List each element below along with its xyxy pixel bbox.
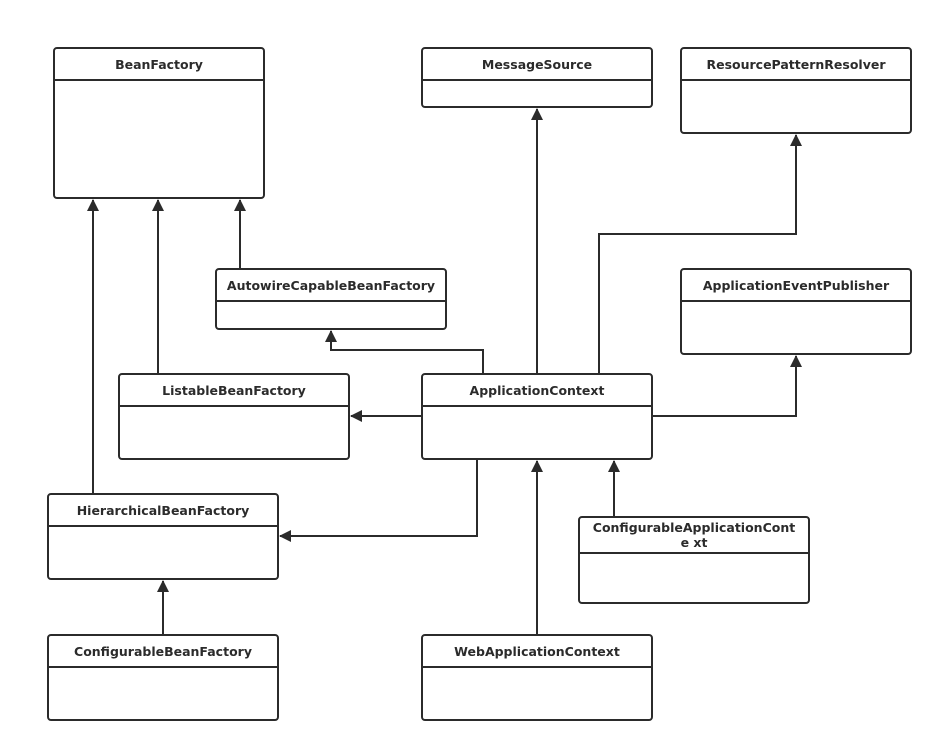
class-name-applicationcontext: ApplicationContext	[469, 382, 605, 398]
class-name-applicationeventpublisher: ApplicationEventPublisher	[702, 277, 890, 293]
class-box-messagesource: MessageSource	[421, 47, 653, 108]
class-name-listablebeanfactory: ListableBeanFactory	[162, 382, 306, 398]
relation-applicationcontext-to-hierarchicalbeanfactory	[279, 460, 478, 542]
class-box-resourcepatternresolver: ResourcePatternResolver	[680, 47, 912, 134]
class-name-messagesource: MessageSource	[481, 56, 593, 72]
relation-applicationcontext-to-applicationeventpublisher	[653, 355, 802, 417]
class-name-configurableapplicationcontext: ConfigurableApplicationConte xt	[592, 520, 796, 550]
class-box-configurableapplicationcontext: ConfigurableApplicationConte xt	[578, 516, 810, 604]
class-box-applicationcontext: ApplicationContext	[421, 373, 653, 460]
class-name-hierarchicalbeanfactory: HierarchicalBeanFactory	[76, 502, 250, 518]
class-box-hierarchicalbeanfactory: HierarchicalBeanFactory	[47, 493, 279, 580]
class-box-configurablebeanfactory: ConfigurableBeanFactory	[47, 634, 279, 721]
class-box-autowirecapablebeanfactory: AutowireCapableBeanFactory	[215, 268, 447, 330]
class-name-beanfactory: BeanFactory	[115, 56, 203, 72]
class-box-webapplicationcontext: WebApplicationContext	[421, 634, 653, 721]
class-name-configurablebeanfactory: ConfigurableBeanFactory	[74, 643, 252, 659]
class-name-resourcepatternresolver: ResourcePatternResolver	[706, 56, 886, 72]
class-box-applicationeventpublisher: ApplicationEventPublisher	[680, 268, 912, 355]
class-box-listablebeanfactory: ListableBeanFactory	[118, 373, 350, 460]
class-name-webapplicationcontext: WebApplicationContext	[454, 643, 620, 659]
class-name-autowirecapablebeanfactory: AutowireCapableBeanFactory	[226, 277, 436, 293]
relation-applicationcontext-to-autowirecapablebeanfactory	[325, 330, 484, 373]
class-box-beanfactory: BeanFactory	[53, 47, 265, 199]
